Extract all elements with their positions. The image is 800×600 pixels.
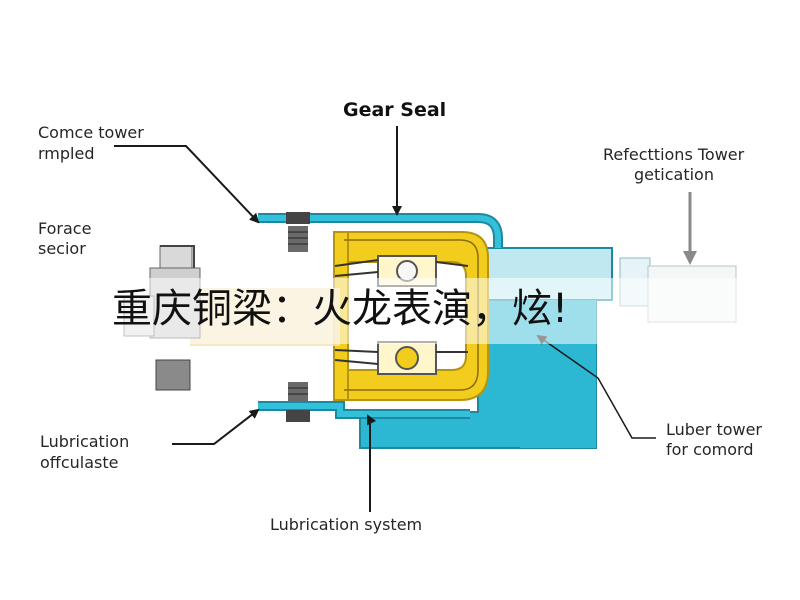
top-bolt: [286, 212, 310, 252]
diagram-title: Gear Seal: [343, 99, 447, 121]
top-seal-plate: [258, 213, 503, 248]
label-top-left-line1: Comce tower: [38, 123, 144, 142]
bottom-center-arrow: [367, 414, 377, 512]
leader-lines: [114, 126, 656, 512]
label-top-right-line2: getication: [634, 165, 714, 184]
label-bottom-left-line1: Lubrication: [40, 432, 130, 451]
label-mid-left-line2: secior: [38, 239, 86, 258]
label-bottom-right-line1: Luber tower: [666, 420, 763, 439]
top-left-arrow: [114, 145, 260, 224]
label-bottom-left-line2: offculaste: [40, 453, 119, 472]
label-top-right-line1: Refecttions Tower: [603, 145, 745, 164]
bottom-left-arrow: [172, 408, 260, 445]
banner-overlay: [0, 278, 800, 344]
label-bottom-center: Lubrication system: [270, 515, 423, 534]
label-bottom-right-line2: for comord: [666, 440, 754, 459]
bottom-seal-plate: [258, 401, 470, 419]
label-top-left-line2: rmpled: [38, 144, 95, 163]
label-mid-left-line1: Forace: [38, 219, 92, 238]
banner-text: 重庆铜梁：火龙表演，炫!: [112, 286, 569, 332]
bottom-bolt: [286, 382, 310, 422]
bottom-right-leader: [536, 334, 656, 439]
